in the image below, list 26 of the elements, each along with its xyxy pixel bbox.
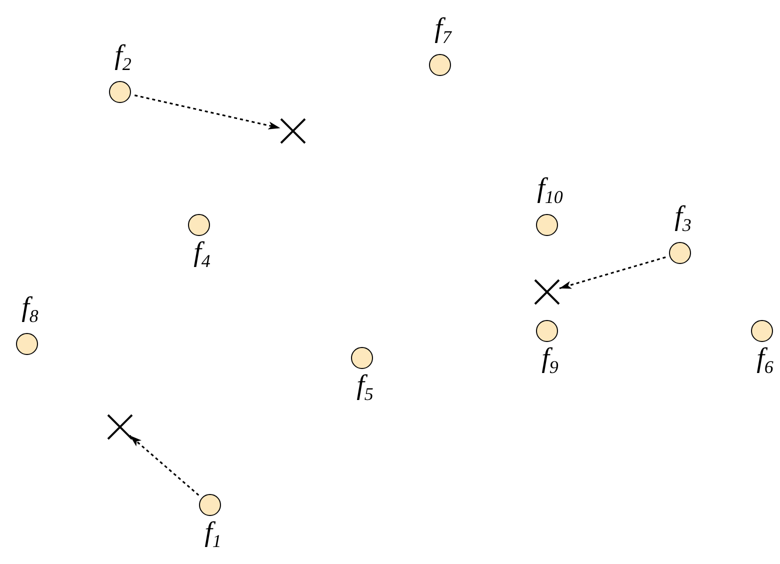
point-label: f$_{9}$ bbox=[542, 345, 558, 373]
point-circle bbox=[536, 214, 558, 236]
point-circle bbox=[429, 54, 451, 76]
point-label: f$_{7}$ bbox=[434, 15, 452, 43]
point-circle bbox=[536, 320, 558, 342]
point-label: f$_{6}$ bbox=[756, 345, 774, 373]
point-label: f$_{10}$ bbox=[537, 175, 563, 203]
point-label: f$_{3}$ bbox=[674, 203, 692, 231]
point-circle bbox=[351, 347, 373, 369]
point-circle bbox=[16, 333, 38, 355]
arrow bbox=[559, 256, 666, 290]
point-circle bbox=[188, 214, 210, 236]
point-label: f$_{4}$ bbox=[194, 239, 210, 267]
cross-mark bbox=[280, 118, 306, 144]
point-label: f$_{8}$ bbox=[22, 294, 38, 322]
point-circle bbox=[199, 494, 221, 516]
cross-mark bbox=[534, 279, 560, 305]
point-label: f$_{2}$ bbox=[114, 42, 132, 70]
point-circle bbox=[109, 81, 131, 103]
point-circle bbox=[669, 242, 691, 264]
point-label: f$_{1}$ bbox=[204, 519, 222, 547]
point-label: f$_{5}$ bbox=[356, 372, 374, 400]
point-circle bbox=[751, 320, 773, 342]
arrow bbox=[129, 434, 200, 496]
cross-mark bbox=[107, 414, 133, 440]
arrow bbox=[134, 94, 280, 130]
